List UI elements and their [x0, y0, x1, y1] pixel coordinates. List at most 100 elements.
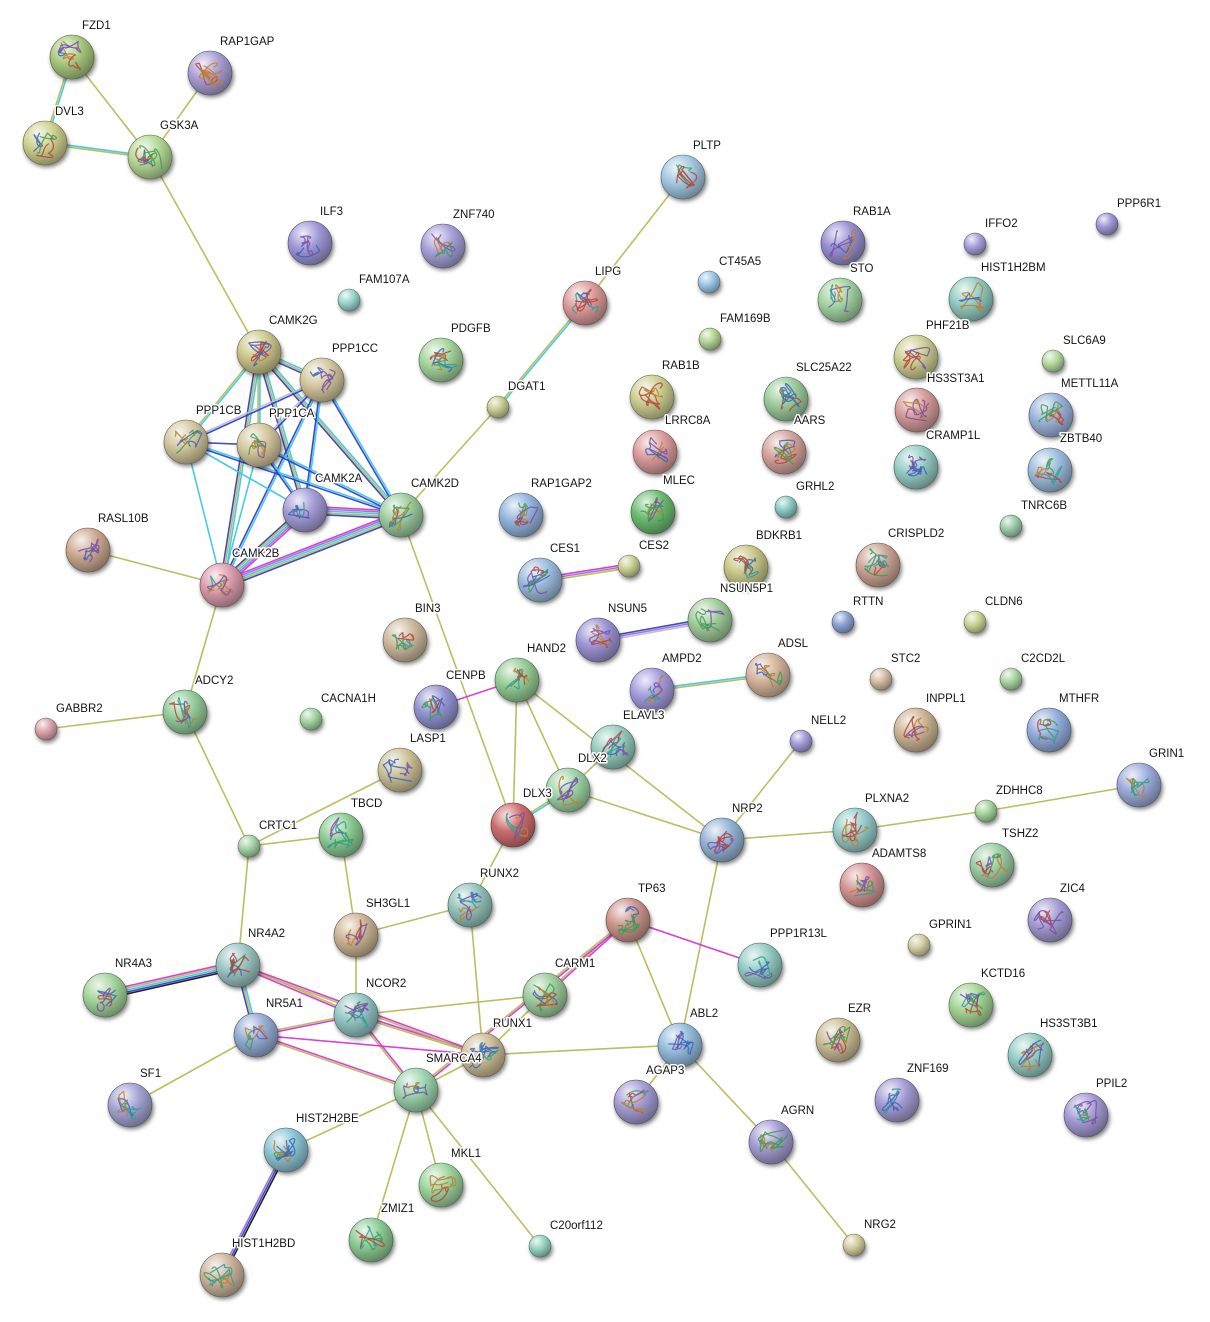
edge-DLX2-NRP2[interactable]: [567, 789, 723, 841]
node-SH3GL1[interactable]: [333, 912, 380, 960]
node-RUNX2[interactable]: [447, 882, 494, 930]
node-SMARCA4[interactable]: [393, 1067, 440, 1115]
node-CAMK2D[interactable]: [378, 492, 425, 540]
node-AMPD2[interactable]: [629, 667, 676, 715]
node-MLEC[interactable]: [630, 489, 677, 537]
node-PPP6R1[interactable]: [1095, 212, 1120, 238]
node-CRISPLD2[interactable]: [855, 542, 902, 590]
node-GABBR2[interactable]: [34, 717, 59, 743]
node-BIN3[interactable]: [382, 617, 429, 665]
edge-NR5A1-RUNX1[interactable]: [255, 1034, 484, 1056]
node-PPP1CA[interactable]: [236, 422, 283, 470]
edge-TP63-SMARCA4[interactable]: [414, 918, 630, 1092]
node-ADCY2[interactable]: [162, 689, 209, 737]
node-DVL3[interactable]: [22, 120, 69, 168]
node-RAP1GAP[interactable]: [187, 50, 234, 98]
node-NELL2[interactable]: [789, 729, 814, 755]
edge-NRP2-ABL2[interactable]: [679, 839, 723, 1046]
node-ABL2[interactable]: [657, 1022, 704, 1070]
node-HIST1H2BD[interactable]: [199, 1252, 246, 1300]
node-MTHFR[interactable]: [1026, 707, 1073, 755]
node-LASP1[interactable]: [377, 747, 424, 795]
node-PPP1CB[interactable]: [163, 419, 210, 467]
edge-DGAT1-CAMK2D[interactable]: [400, 406, 499, 516]
node-CES2[interactable]: [617, 554, 642, 580]
node-PHF21B[interactable]: [893, 334, 940, 382]
node-GRHL2[interactable]: [774, 495, 799, 521]
edge-CAMK2G-CAMK2B[interactable]: [219, 351, 262, 586]
node-TBCD[interactable]: [318, 812, 365, 860]
edge-SMARCA4-HIST2H2BE[interactable]: [285, 1089, 417, 1151]
node-HIST2H2BE[interactable]: [263, 1127, 310, 1175]
node-ZBTB40[interactable]: [1027, 447, 1074, 495]
node-RAB1B[interactable]: [629, 374, 676, 422]
node-ADAMTS8[interactable]: [839, 862, 886, 910]
node-CARM1[interactable]: [522, 972, 569, 1020]
node-PPIL2[interactable]: [1063, 1092, 1110, 1140]
node-INPPL1[interactable]: [893, 707, 940, 755]
edge-CRTC1-LASP1[interactable]: [248, 769, 401, 847]
edge-CAMK2B-CAMK2D[interactable]: [220, 510, 403, 590]
node-RTTN[interactable]: [831, 610, 856, 636]
node-CT45A5[interactable]: [697, 270, 722, 296]
edge-PPP1CC-PPP1CB[interactable]: [185, 378, 323, 444]
edge-GABBR2-ADCY2[interactable]: [45, 711, 186, 730]
edge-CAMK2G-CAMK2D[interactable]: [256, 350, 404, 517]
node-NRG2[interactable]: [842, 1233, 867, 1259]
edge-PPP1CA-CAMK2D[interactable]: [258, 443, 402, 517]
node-HS3ST3A1[interactable]: [894, 387, 941, 435]
node-AARS[interactable]: [761, 429, 808, 477]
node-PPP1R13L[interactable]: [737, 942, 784, 990]
edge-CAMK2D-DLX3[interactable]: [400, 514, 514, 826]
edge-PPP1CA-CAMK2B[interactable]: [221, 444, 260, 586]
node-NR5A1[interactable]: [233, 1012, 280, 1060]
node-ZNF169[interactable]: [874, 1077, 921, 1125]
edge-RUNX1-ABL2[interactable]: [482, 1044, 681, 1056]
node-GSK3A[interactable]: [127, 134, 174, 182]
node-STC2[interactable]: [869, 667, 894, 693]
node-HAND2[interactable]: [494, 657, 541, 705]
edge-SMARCA4-C20orf112[interactable]: [415, 1089, 541, 1247]
node-DLX3[interactable]: [490, 802, 537, 850]
node-SLC25A22[interactable]: [763, 376, 810, 424]
node-HS3ST3B1[interactable]: [1007, 1032, 1054, 1080]
edge-PPP1CC-CAMK2B[interactable]: [220, 379, 324, 586]
node-RAP1GAP2[interactable]: [498, 492, 545, 540]
node-ZMIZ1[interactable]: [348, 1217, 395, 1265]
node-ZIC4[interactable]: [1027, 897, 1074, 945]
node-PPP1CC[interactable]: [299, 357, 346, 405]
edge-PPP1CB-CAMK2D[interactable]: [185, 440, 402, 517]
node-RAB1A[interactable]: [820, 220, 867, 268]
node-CAMK2G[interactable]: [236, 329, 283, 377]
edge-NR5A1-SMARCA4[interactable]: [255, 1033, 417, 1092]
node-DLX2[interactable]: [545, 767, 592, 815]
node-CENPB[interactable]: [413, 684, 460, 732]
node-ADSL[interactable]: [745, 652, 792, 700]
node-CAMK2B[interactable]: [199, 562, 246, 610]
node-LRRC8A[interactable]: [632, 429, 679, 477]
node-NR4A3[interactable]: [82, 972, 129, 1020]
node-DGAT1[interactable]: [486, 395, 511, 421]
node-CAMK2A[interactable]: [282, 487, 329, 535]
node-NSUN5P1[interactable]: [687, 597, 734, 645]
node-BDKRB1[interactable]: [723, 544, 770, 592]
edge-GSK3A-CAMK2G[interactable]: [149, 156, 260, 353]
node-NSUN5[interactable]: [575, 617, 622, 665]
node-RUNX1[interactable]: [460, 1032, 507, 1080]
node-GPRIN1[interactable]: [907, 933, 932, 959]
node-EZR[interactable]: [815, 1017, 862, 1065]
node-AGAP3[interactable]: [613, 1079, 660, 1127]
node-RASL10B[interactable]: [65, 527, 112, 575]
node-LIPG[interactable]: [562, 280, 609, 328]
node-C20orf112[interactable]: [528, 1234, 553, 1260]
node-CRTC1[interactable]: [237, 834, 262, 860]
node-SLC6A9[interactable]: [1041, 349, 1066, 375]
node-CRAMP1L[interactable]: [893, 444, 940, 492]
node-TSHZ2[interactable]: [969, 842, 1016, 890]
node-ZNF740[interactable]: [420, 223, 467, 271]
node-AGRN[interactable]: [748, 1119, 795, 1167]
node-SF1[interactable]: [107, 1082, 154, 1130]
node-CES1[interactable]: [517, 557, 564, 605]
node-PDGFB[interactable]: [418, 337, 465, 385]
node-FAM107A[interactable]: [337, 288, 362, 314]
